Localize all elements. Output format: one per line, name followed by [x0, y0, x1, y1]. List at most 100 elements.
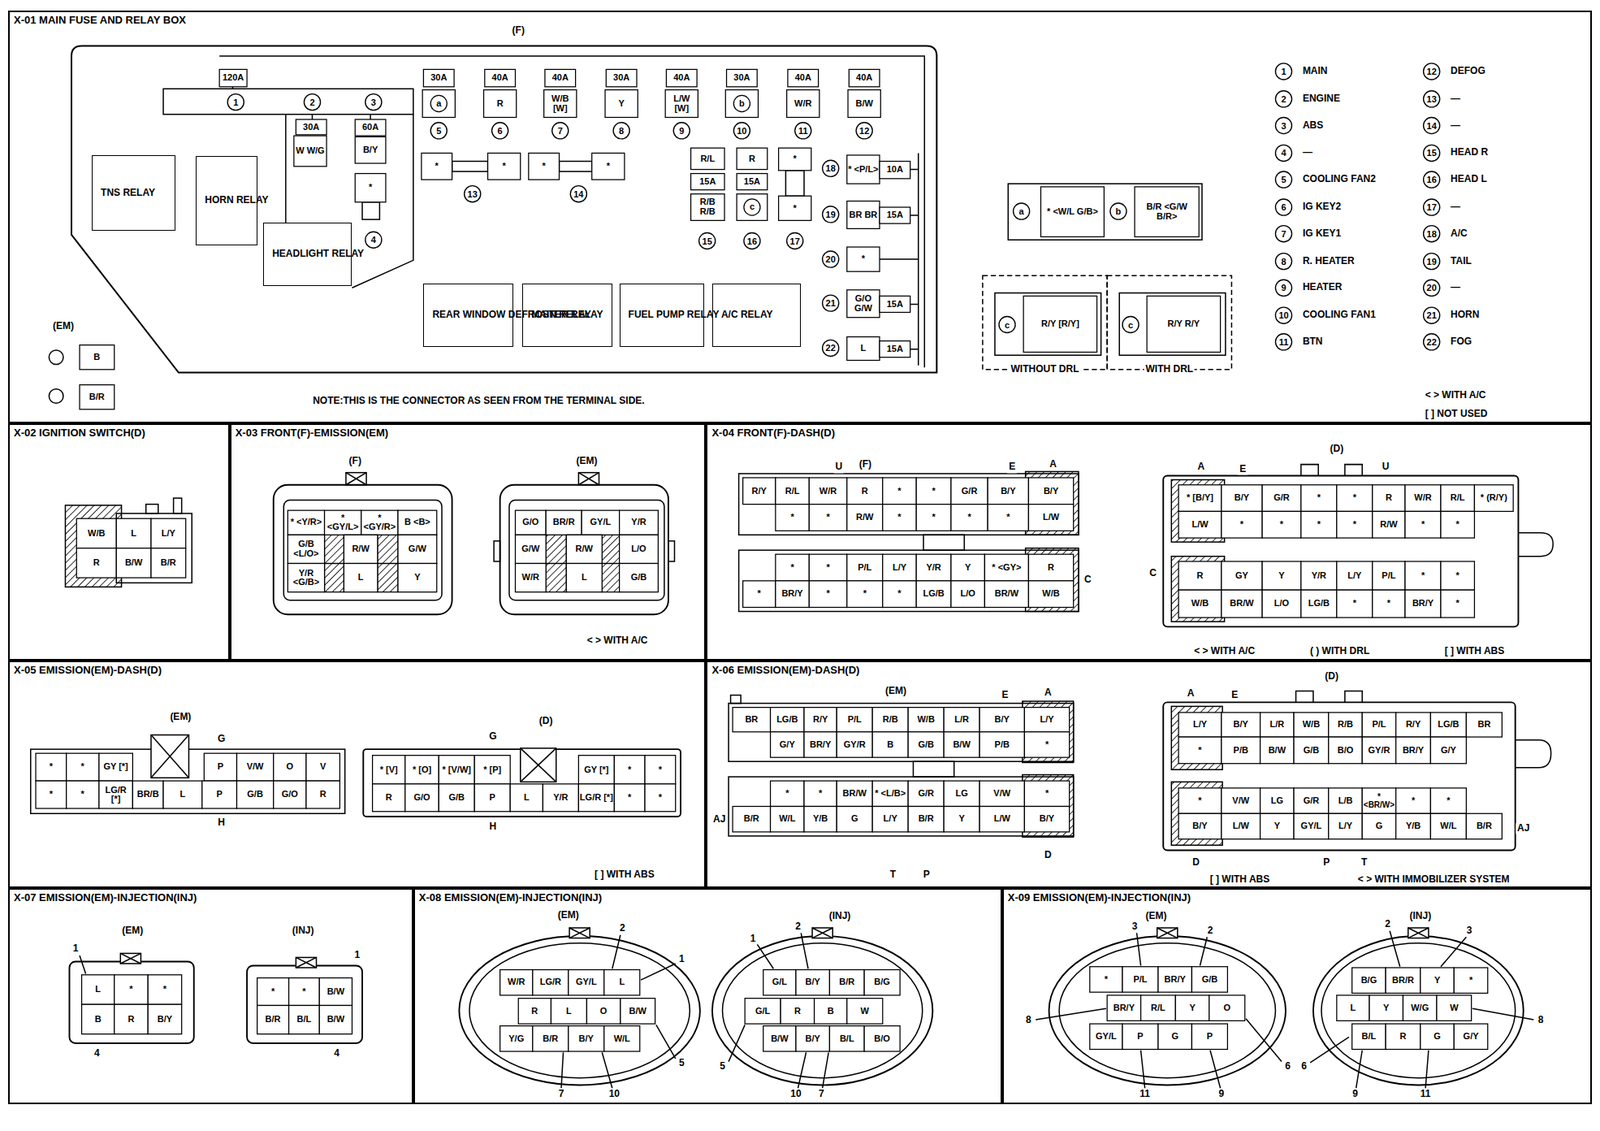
label-text: (EM) [52, 320, 74, 332]
pin-cell [566, 562, 602, 592]
label-text: 18 [1427, 229, 1437, 238]
callout-number: 21 [1427, 311, 1437, 320]
pin-cell [644, 783, 676, 812]
pin-label: B/W [763, 1025, 796, 1051]
pin-label: W/B [1178, 589, 1222, 618]
label-text: R [861, 486, 869, 497]
section-title: X-09 EMISSION(EM)-INJECTION(INJ) [1003, 889, 1591, 905]
label-text: B/Y [1000, 486, 1016, 497]
pin-cell [1396, 787, 1432, 813]
note-label: E [1000, 689, 1011, 701]
pin-cell [763, 1025, 796, 1051]
label-text: G/B [246, 789, 264, 800]
connector-notch [1296, 691, 1363, 703]
label-text: P [217, 761, 224, 772]
label-text: G/O [522, 517, 539, 528]
callout-number: 10 [1278, 311, 1289, 320]
pin-cell [114, 974, 148, 1004]
label-text: * [1317, 519, 1321, 530]
note-label: R. HEATER [1301, 255, 1357, 267]
pin-cell [1301, 561, 1337, 590]
label-text: c [749, 202, 755, 212]
label-text: G/Y [1440, 745, 1457, 756]
pin-label: R/L [775, 477, 809, 505]
label-text: * [861, 254, 865, 264]
hatched-cavity [377, 562, 398, 592]
label-text: B [95, 1014, 102, 1025]
label-text: 1 [678, 953, 685, 965]
relay-label: REAR WINDOW DEFROSTER RELAY [428, 307, 509, 323]
pin-label: G/B <L/O> [287, 534, 325, 563]
pin-cell [237, 752, 274, 781]
relay-box: TNS RELAY [91, 155, 176, 231]
callout-number: 9 [678, 125, 684, 135]
callout-circle [1423, 253, 1440, 270]
note-label: G [487, 731, 498, 743]
label-text: Y [1274, 821, 1280, 831]
pin-label: 30A [605, 69, 637, 87]
note-label: 5 [677, 1058, 687, 1069]
pin-cell [808, 504, 847, 532]
pin-label: L/W [1178, 510, 1222, 538]
note-label: [ ] NOT USED [1423, 408, 1490, 420]
label-text: LG/B [1437, 719, 1459, 730]
label-text: MAIN [1302, 65, 1328, 77]
pin-label: 40A [848, 69, 880, 87]
pin-cell [151, 518, 186, 548]
pin-label: P [1122, 1023, 1159, 1049]
pin-cell [1178, 510, 1222, 538]
pin-label: 15A [736, 173, 768, 191]
label-text: * [1387, 598, 1391, 609]
relay-label: HEADLIGHT RELAY [268, 246, 347, 262]
note-label: (F) [510, 25, 527, 36]
pin-cell [1089, 966, 1123, 992]
pin-cell [287, 562, 325, 592]
pin-cell [76, 518, 117, 548]
label-text: R [748, 154, 756, 165]
callout-circle [1423, 171, 1440, 188]
pin-label: * [987, 504, 1029, 532]
pin-label: L/O [619, 534, 659, 563]
pin-label: G/O G/W [847, 289, 880, 318]
label-text: P/L [857, 562, 872, 573]
label-text: < > WITH IMMOBILIZER SYSTEM [1357, 873, 1510, 885]
note-label: 1 [677, 953, 687, 965]
label-text: * [785, 788, 789, 799]
connector-tab [493, 540, 501, 562]
label-text: B/R [542, 1033, 558, 1044]
callout-circle [787, 232, 804, 249]
pin-label: B/Y [979, 707, 1025, 732]
label-text: GY/R [843, 739, 866, 750]
label-text: G/B [448, 792, 465, 803]
label-text: DEFOG [1450, 65, 1486, 77]
pin-label: * [P] [474, 755, 511, 784]
note-label: COOLING FAN1 [1301, 310, 1378, 321]
pin-cell [544, 90, 577, 118]
callout-circle [1275, 307, 1292, 324]
pin-cell [808, 580, 847, 608]
label-text: W/B [W] [544, 94, 576, 113]
pin-cell [287, 510, 325, 535]
pin-cell [847, 998, 883, 1024]
pin-cell [372, 783, 406, 812]
label-text: GY [1235, 570, 1249, 581]
pin-cell [1122, 1023, 1159, 1049]
note-label: BTN [1301, 336, 1325, 347]
label-text: 9 [1352, 1088, 1358, 1099]
pin-cell [1293, 712, 1329, 737]
pin-cell [289, 1004, 320, 1034]
pin-cell [872, 805, 909, 831]
callout-number: 16 [747, 236, 757, 246]
pin-label: G/L [744, 998, 781, 1024]
pin-label: BR/Y [1396, 736, 1432, 764]
pin-label: * [1089, 966, 1123, 992]
callout-number: 2 [309, 97, 315, 107]
label-text: L/Y [883, 813, 898, 824]
note-label: (D) [1328, 443, 1346, 455]
pin-label: GY/R [836, 731, 873, 757]
label-text: G/O [413, 792, 430, 803]
pin-cell [306, 780, 340, 809]
pin-cell [1440, 589, 1475, 618]
callout-number: 4 [1280, 148, 1286, 158]
label-text: 11 [798, 125, 809, 135]
